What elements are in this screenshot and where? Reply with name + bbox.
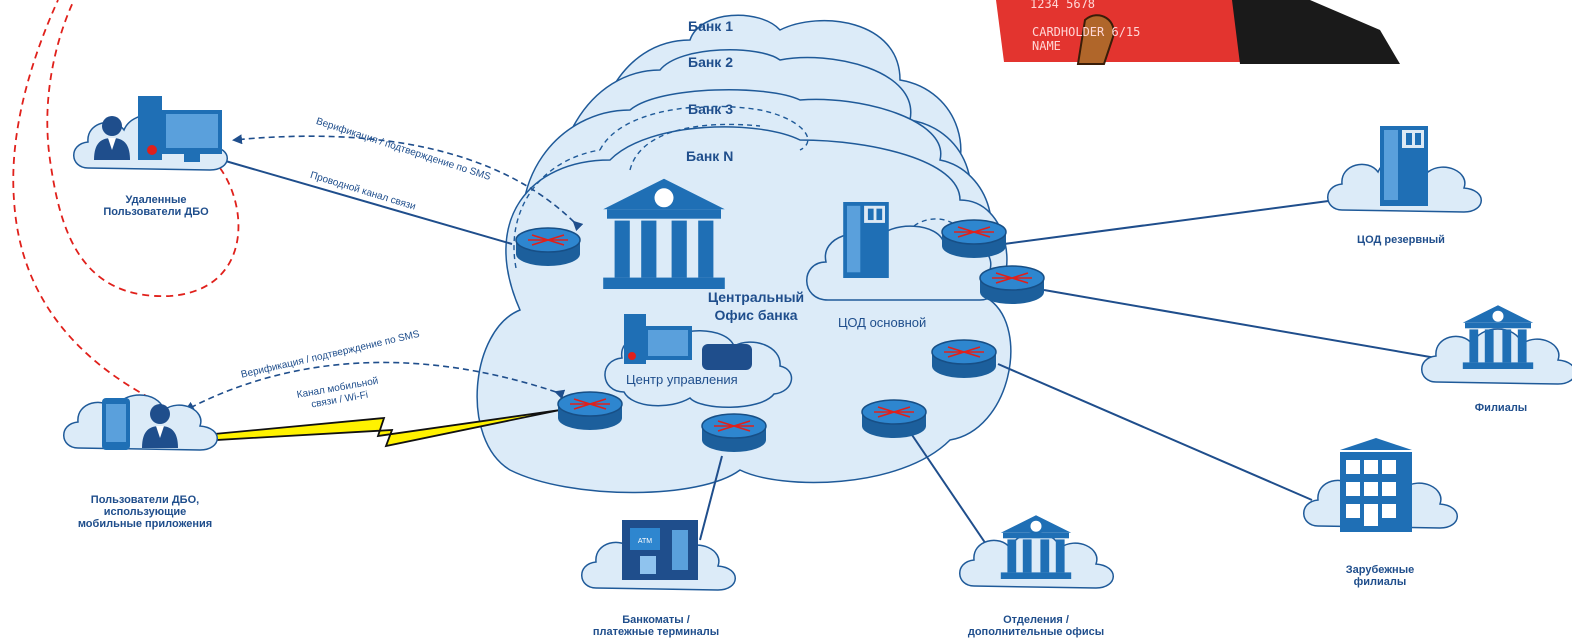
cloud-mobile-users xyxy=(62,394,219,451)
card-holder-text: CARDHOLDER 6/15 xyxy=(1032,25,1140,39)
foreign-branches-label: Зарубежные филиалы xyxy=(1330,564,1430,588)
link-offices xyxy=(909,431,991,551)
foreign-branches-line-2: филиалы xyxy=(1353,576,1407,588)
bank-1-label: Банк 1 xyxy=(688,18,733,34)
router-atm xyxy=(701,413,767,453)
offices-label: Отделения / дополнительные офисы xyxy=(966,614,1106,638)
mobile-users-line-3: мобильные приложения xyxy=(77,518,213,530)
atm-icon: ATM xyxy=(622,520,698,580)
router-office-left xyxy=(515,227,581,267)
bank-n-label: Банк N xyxy=(686,148,734,164)
mobile-users-icons xyxy=(102,398,178,450)
control-center-computer-icon xyxy=(624,314,752,370)
router-right-mid xyxy=(931,339,997,379)
cloud-offices xyxy=(958,532,1115,589)
atms-label: Банкоматы / платежные терминалы xyxy=(586,614,726,638)
link-cod-reserve xyxy=(1003,199,1337,245)
credit-card-illustration: 1234 5678 CARDHOLDER 6/15 NAME xyxy=(996,0,1400,65)
offices-line-2: дополнительные офисы xyxy=(967,626,1105,638)
link-atms xyxy=(699,455,723,541)
atms-line-2: платежные терминалы xyxy=(592,626,720,638)
card-number-text: 1234 5678 xyxy=(1030,0,1095,11)
mobile-users-label: Пользователи ДБО, использующие мобильные… xyxy=(70,494,220,530)
router-cod-right xyxy=(979,265,1045,305)
verify-top-arrow xyxy=(232,134,584,232)
router-cod-top xyxy=(941,219,1007,259)
router-mobile-entry xyxy=(557,391,623,431)
wireless-link-bolt xyxy=(212,409,561,448)
link-branches xyxy=(1043,289,1437,359)
router-offices xyxy=(861,399,927,439)
cloud-branches xyxy=(1420,328,1572,385)
cod-main-label: ЦОД основной xyxy=(838,315,927,330)
foreign-branches-building-icon xyxy=(1340,438,1412,532)
remote-users-label: Удаленные Пользователи ДБО xyxy=(96,194,216,218)
bank-3-label: Банк 3 xyxy=(688,101,733,117)
central-office-line-1: Центральный xyxy=(707,289,805,305)
offices-line-1: Отделения / xyxy=(1003,614,1069,626)
cod-reserve-label: ЦОД резервный xyxy=(1357,234,1445,246)
branches-label: Филиалы xyxy=(1474,402,1528,414)
remote-users-icons xyxy=(94,96,222,162)
central-office-line-2: Офис банка xyxy=(714,307,798,323)
mobile-users-line-1: Пользователи ДБО, xyxy=(90,494,200,506)
atm-screen-label: ATM xyxy=(638,538,652,545)
cod-reserve-server-icon xyxy=(1380,126,1428,206)
cod-main-server-icon xyxy=(843,202,889,278)
foreign-branches-line-1: Зарубежные xyxy=(1345,564,1415,576)
control-center-label: Центр управления xyxy=(626,372,738,387)
central-office-label: Центральный Офис банка xyxy=(696,288,816,324)
atms-line-1: Банкоматы / xyxy=(622,614,690,626)
bank-2-label: Банк 2 xyxy=(688,54,733,70)
remote-users-line-2: Пользователи ДБО xyxy=(103,206,209,218)
verify-bottom-arrow xyxy=(184,361,566,411)
card-name-text: NAME xyxy=(1032,39,1061,53)
mobile-users-line-2: использующие xyxy=(103,506,187,518)
link-foreign xyxy=(997,363,1313,501)
remote-users-line-1: Удаленные xyxy=(125,194,187,206)
red-dashed-loops xyxy=(12,0,240,399)
